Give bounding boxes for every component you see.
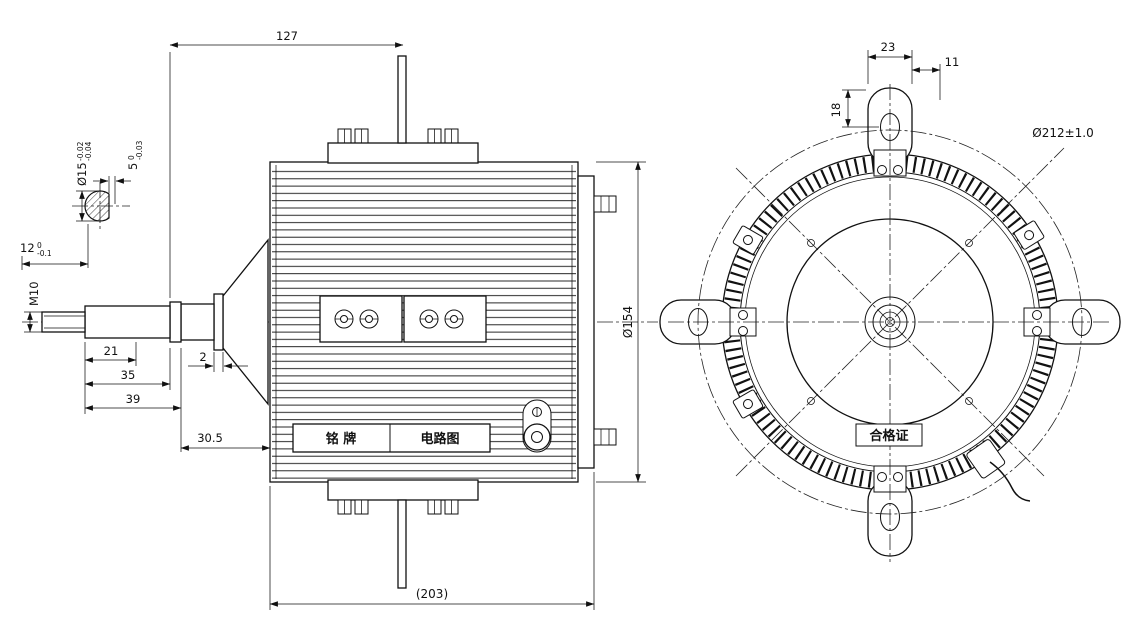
circuit-diagram-label: 电路图 <box>420 431 459 447</box>
side-view-dimensions: 127 Ø15 -0.02 -0.04 5 0 -0.03 12 <box>20 29 646 610</box>
nameplate-label: 铭 牌 <box>326 431 357 447</box>
svg-text:Ø154: Ø154 <box>621 306 635 338</box>
dim-dia212-label: Ø212±1.0 <box>1032 126 1094 140</box>
dim-21-label: 21 <box>104 344 119 358</box>
svg-text:0: 0 <box>37 241 42 250</box>
cable-exit <box>966 439 1031 502</box>
shaft <box>41 238 269 406</box>
shaft-step-ring <box>169 301 182 343</box>
dim-keyway-label: 5 0 -0.03 <box>126 140 144 170</box>
certificate-label: 合格证 <box>869 428 908 444</box>
certificate-sticker: 合格证 <box>855 423 923 447</box>
dim-35-label: 35 <box>121 368 136 382</box>
shaft-section-hatched <box>84 190 110 222</box>
svg-text:-0.02: -0.02 <box>76 141 85 161</box>
front-view: 合格证 23 11 18 Ø212±1.0 <box>659 40 1121 562</box>
dim-18-label: 18 <box>829 103 843 118</box>
svg-text:-0.1: -0.1 <box>37 249 52 258</box>
terminal-bolt <box>334 309 354 329</box>
dim-127-label: 127 <box>276 29 298 43</box>
front-centerlines <box>668 84 1112 562</box>
svg-text:-0.04: -0.04 <box>84 141 93 161</box>
front-view-dimensions: 23 11 18 Ø212±1.0 <box>829 40 1094 140</box>
nameplate: 铭 牌 电路图 <box>292 423 491 453</box>
shaft-section-detail <box>72 182 130 230</box>
shaft-threaded-end <box>41 311 86 333</box>
terminal-bolt-right-top <box>593 195 617 213</box>
svg-text:5: 5 <box>126 163 140 170</box>
dim-39-label: 39 <box>126 392 141 406</box>
svg-text:-0.03: -0.03 <box>135 140 144 160</box>
dim-shaft-diameter-label: Ø15 -0.02 -0.04 <box>75 141 93 186</box>
svg-text:12: 12 <box>20 241 35 255</box>
flange-plate-top <box>397 55 407 144</box>
side-view: 铭 牌 电路图 127 Ø15 <box>20 29 658 610</box>
lead-wire <box>989 461 1031 502</box>
dim-30-5-label: 30.5 <box>197 431 223 445</box>
cable-gland <box>522 399 552 453</box>
terminal-bolt-right-bottom <box>593 428 617 446</box>
terminal-bolt <box>419 309 439 329</box>
terminal-bolt <box>444 309 464 329</box>
dim-across-flat-label: 12 0 -0.1 <box>20 241 52 258</box>
dim-2-label: 2 <box>199 350 206 364</box>
fin-clamp <box>732 225 764 255</box>
dim-11-label: 11 <box>945 55 960 69</box>
shaft-collar <box>213 293 224 351</box>
fin-clamp <box>732 389 764 419</box>
svg-text:0: 0 <box>127 155 136 160</box>
front-end-bell <box>222 238 269 406</box>
mounting-foot-bottom <box>327 479 479 589</box>
terminal-blocks <box>319 295 487 343</box>
dim-dia154-label: Ø154 <box>621 306 635 338</box>
mounting-foot-top <box>327 55 479 164</box>
fin-clamp <box>1013 220 1045 250</box>
dim-thread-label: M10 <box>27 281 41 306</box>
svg-text:M10: M10 <box>27 281 41 306</box>
shaft-main <box>84 305 171 339</box>
terminal-bolt <box>359 309 379 329</box>
dim-203-label: (203) <box>416 587 448 601</box>
flange-plate-bottom <box>397 499 407 589</box>
svg-text:Ø15: Ø15 <box>75 162 89 186</box>
dim-23-label: 23 <box>881 40 896 54</box>
end-cap <box>577 175 595 469</box>
svg-text:18: 18 <box>829 103 843 118</box>
